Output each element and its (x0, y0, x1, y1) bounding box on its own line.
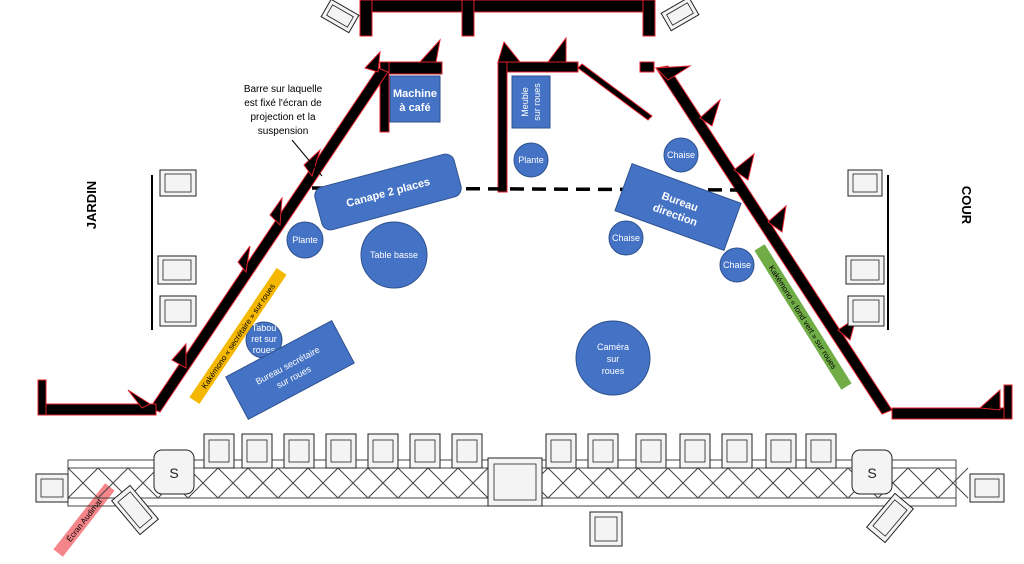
chaise-right[interactable]: Chaise (719, 247, 755, 283)
meuble-sur-roues[interactable]: Meuble sur roues (511, 75, 551, 129)
annotation-bar-note: Barre sur laquelle est fixé l'écran de p… (244, 84, 323, 137)
canape-2-places[interactable]: Canape 2 places (313, 152, 463, 232)
bureau-secretaire[interactable]: Bureau secrétaire sur roues (225, 319, 355, 421)
annotation-pointer (291, 139, 323, 177)
truss-light (635, 433, 667, 469)
far-right-light (969, 473, 1005, 503)
top-left-projector (320, 0, 360, 34)
side-label-jardin: JARDIN (84, 181, 99, 229)
plante-center[interactable]: Plante (513, 142, 549, 178)
truss-light (203, 433, 235, 469)
svg-text:roues: roues (253, 345, 276, 355)
svg-text:Chaise: Chaise (667, 150, 695, 160)
table-basse[interactable]: Table basse (360, 221, 428, 289)
tabouret-sur-roues[interactable]: Tabou ret sur roues (245, 321, 283, 359)
truss-light (241, 433, 273, 469)
bureau-direction[interactable]: Bureau direction (614, 163, 742, 251)
cour-light-rack (845, 169, 889, 330)
bottom-center-light (589, 511, 623, 547)
jardin-light-rack (151, 169, 197, 330)
truss-light (409, 433, 441, 469)
left-moving-head: S (153, 449, 195, 495)
svg-text:S: S (867, 465, 876, 481)
right-moving-head: S (851, 449, 893, 495)
svg-text:Barre sur laquelle: Barre sur laquelle (244, 84, 323, 95)
svg-text:Plante: Plante (292, 235, 318, 245)
chaise-top[interactable]: Chaise (663, 137, 699, 173)
svg-text:sur: sur (607, 354, 620, 364)
truss-light (325, 433, 357, 469)
truss-light (805, 433, 837, 469)
svg-text:à café: à café (399, 102, 430, 114)
left-truss-diagonal-light (110, 484, 160, 536)
plante-left[interactable]: Plante (286, 221, 324, 259)
far-left-light (35, 473, 69, 503)
svg-text:Meuble: Meuble (520, 87, 530, 117)
svg-text:Machine: Machine (393, 88, 437, 100)
truss-lights (203, 433, 837, 469)
truss-light (679, 433, 711, 469)
decor-walls (37, 0, 1013, 420)
truss-light (283, 433, 315, 469)
svg-text:ret sur: ret sur (251, 334, 277, 344)
svg-text:sur roues: sur roues (532, 83, 542, 121)
svg-text:S: S (169, 465, 178, 481)
machine-cafe[interactable]: Machine à café (389, 75, 441, 123)
svg-text:Table basse: Table basse (370, 250, 418, 260)
svg-text:suspension: suspension (258, 126, 309, 137)
chaise-mid[interactable]: Chaise (608, 220, 644, 256)
svg-text:Plante: Plante (518, 155, 544, 165)
kakemono-fond-vert[interactable]: Kakémono « fond vert » sur roues (754, 244, 852, 390)
camera-sur-roues[interactable]: Caméra sur roues (575, 320, 651, 396)
truss-light (451, 433, 483, 469)
svg-text:Tabou: Tabou (252, 323, 277, 333)
right-truss-diagonal-light (865, 492, 915, 544)
truss-light (545, 433, 577, 469)
svg-text:projection et la: projection et la (250, 112, 315, 123)
svg-text:est fixé l'écran de: est fixé l'écran de (244, 98, 322, 109)
top-right-projector (660, 0, 700, 32)
truss-light (721, 433, 753, 469)
truss-light (367, 433, 399, 469)
truss-light (765, 433, 797, 469)
svg-text:Caméra: Caméra (597, 342, 629, 352)
svg-text:Chaise: Chaise (612, 233, 640, 243)
side-label-cour: COUR (959, 186, 974, 225)
svg-text:Chaise: Chaise (723, 260, 751, 270)
svg-text:Écran Audimat: Écran Audimat (65, 496, 105, 543)
truss-light (587, 433, 619, 469)
svg-text:roues: roues (602, 366, 625, 376)
